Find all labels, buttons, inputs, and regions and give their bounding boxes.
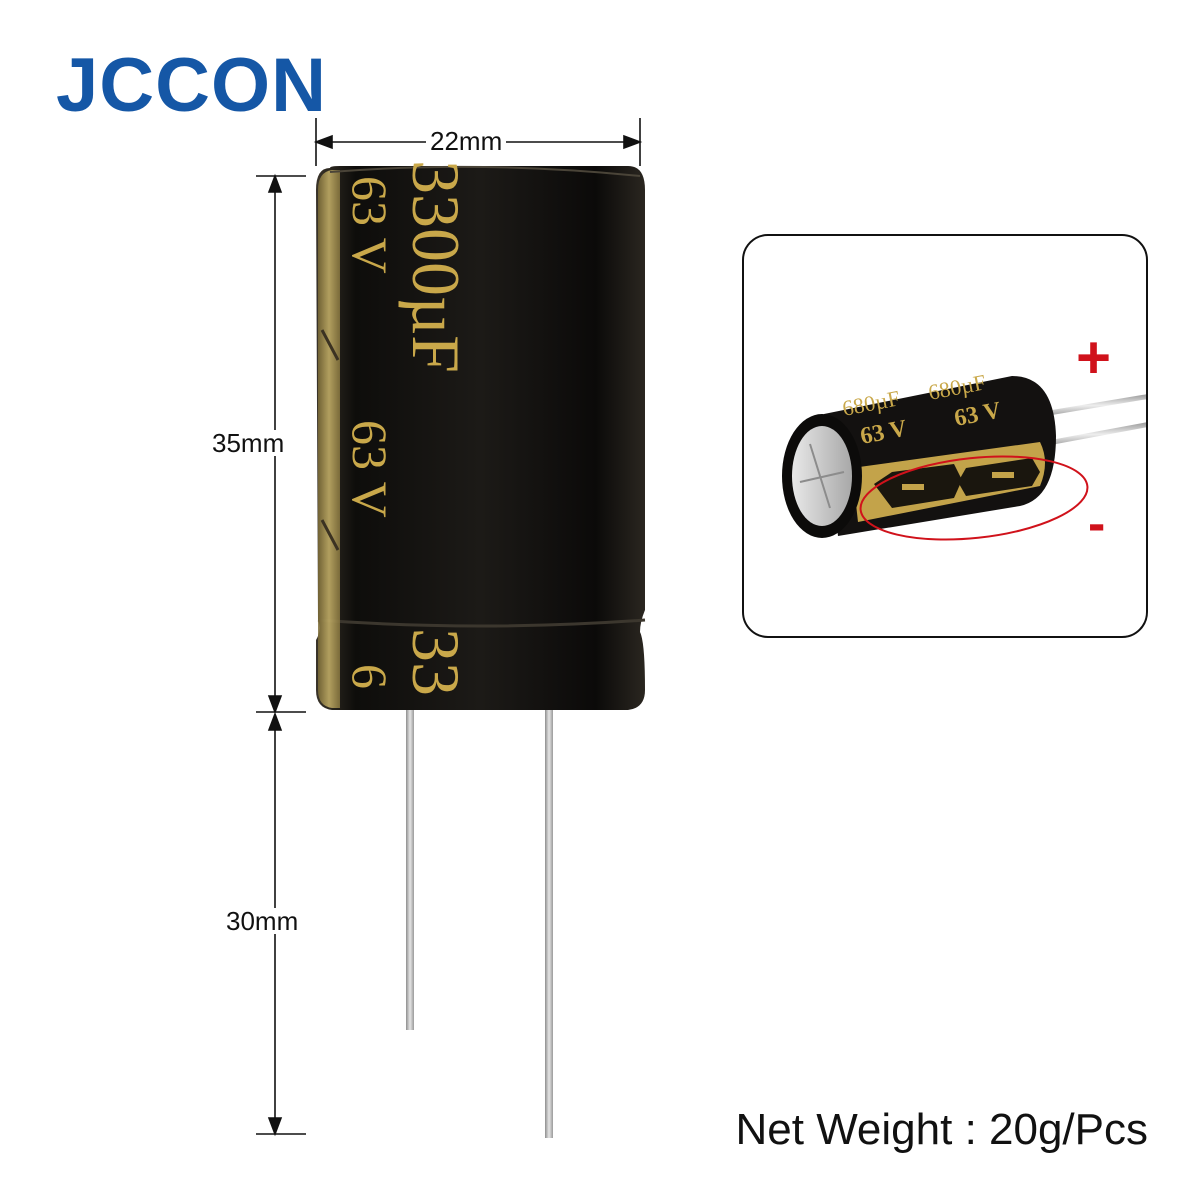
capacitor-marking-capacitance: 3300µF	[398, 160, 474, 373]
net-weight: Net Weight : 20g/Pcs	[735, 1105, 1149, 1154]
lead-right	[545, 700, 553, 1138]
capacitor-marking-voltage-2: 63 V	[342, 420, 398, 518]
brand-logo: JCCON	[56, 43, 328, 128]
capacitor-marking-capacitance-partial: 33	[398, 628, 474, 696]
width-label: 22mm	[426, 128, 507, 154]
negative-sign: -	[1088, 495, 1106, 553]
height-label: 35mm	[208, 430, 289, 456]
negative-stripe-highlight	[859, 455, 1089, 541]
lead-length-label: 30mm	[222, 908, 303, 934]
capacitor-marking-voltage: 63 V	[342, 176, 398, 274]
inset-capacitor-drawing: 680µF 680µF 63 V 63 V	[782, 369, 1146, 541]
inset-capacitor: 680µF 680µF 63 V 63 V	[782, 369, 1056, 538]
main-capacitor	[316, 165, 646, 710]
lead-left	[406, 700, 414, 1030]
capacitor-marking-voltage-partial: 6	[342, 664, 398, 689]
polarity-inset: 680µF 680µF 63 V 63 V + -	[742, 234, 1148, 638]
positive-sign: +	[1076, 324, 1112, 391]
